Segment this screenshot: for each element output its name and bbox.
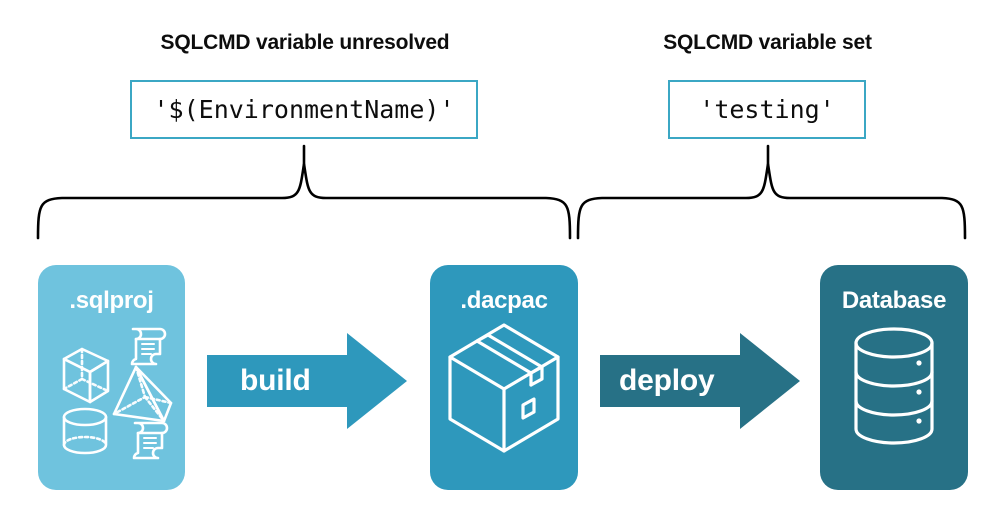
arrow-deploy-shape bbox=[600, 333, 800, 429]
cube-wireframe-icon bbox=[62, 347, 110, 404]
variable-box-set: 'testing' bbox=[668, 80, 866, 139]
arrow-build bbox=[207, 333, 407, 429]
variable-box-unresolved: '$(EnvironmentName)' bbox=[130, 80, 478, 139]
stage-label-database: Database bbox=[841, 287, 947, 314]
script-scroll-icon bbox=[132, 421, 169, 460]
stage-box-dacpac: .dacpac bbox=[430, 265, 578, 490]
brace-left-curly bbox=[36, 163, 572, 240]
stage-box-sqlproj: .sqlproj bbox=[38, 265, 185, 490]
heading-sqlcmd-variable-unresolved: SQLCMD variable unresolved bbox=[160, 31, 450, 54]
stage-box-database: Database bbox=[820, 265, 968, 490]
cylinder-wireframe-icon bbox=[62, 407, 108, 455]
sqlproj-artwork bbox=[62, 327, 173, 460]
dacpac-artwork bbox=[448, 323, 560, 453]
brace-right-curly bbox=[576, 163, 967, 240]
variable-value-unresolved: '$(EnvironmentName)' bbox=[153, 95, 455, 124]
stage-label-dacpac: .dacpac bbox=[460, 287, 548, 314]
database-artwork bbox=[854, 327, 934, 445]
arrow-deploy bbox=[600, 333, 800, 429]
script-scroll-icon bbox=[130, 327, 167, 366]
pyramid-wireframe-icon bbox=[112, 365, 173, 423]
arrow-label-build: build bbox=[240, 364, 311, 397]
arrow-label-deploy: deploy bbox=[619, 364, 715, 397]
variable-value-set: 'testing' bbox=[699, 95, 835, 124]
arrow-build-shape bbox=[207, 333, 407, 429]
stage-label-sqlproj: .sqlproj bbox=[69, 287, 154, 314]
database-cylinder-icon bbox=[854, 327, 934, 445]
heading-sqlcmd-variable-set: SQLCMD variable set bbox=[663, 31, 872, 54]
package-box-icon bbox=[448, 323, 560, 453]
